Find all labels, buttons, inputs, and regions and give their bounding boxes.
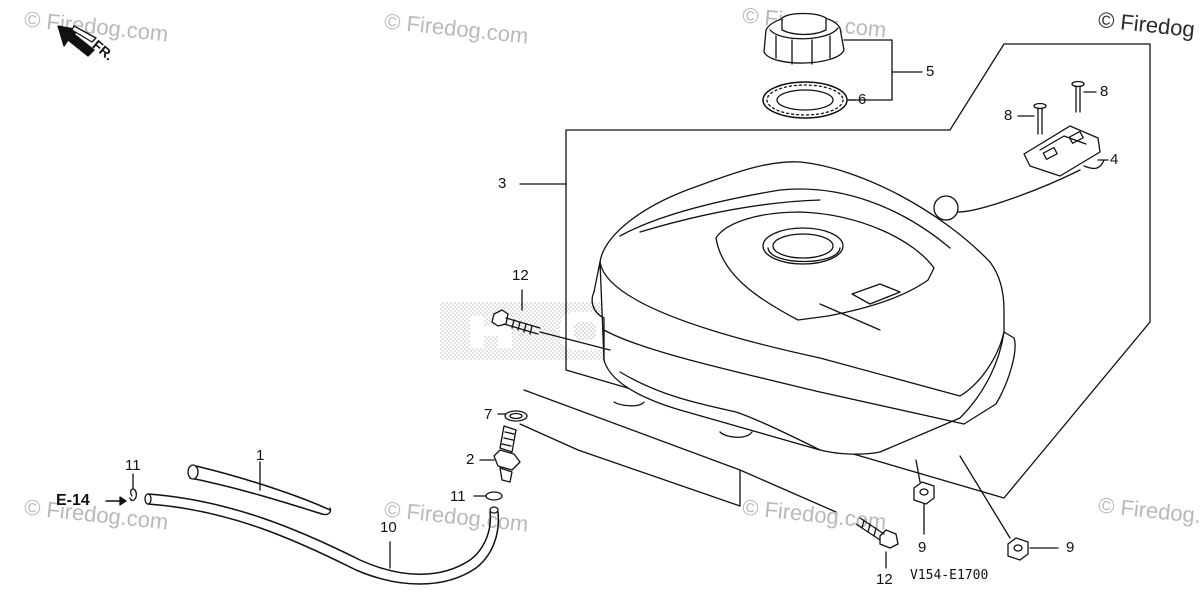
flange-bolt-icon (491, 309, 541, 335)
callout-12-upper: 12 (512, 267, 529, 284)
hose-clip-icon (129, 488, 138, 502)
callout-11-left: 11 (125, 457, 141, 474)
callout-2: 2 (466, 451, 475, 468)
fuel-cock-icon (493, 425, 521, 483)
diagram-code: V154-E1700 (910, 568, 989, 583)
flange-bolt-icon (855, 517, 899, 549)
callout-12-lower: 12 (876, 571, 893, 588)
screw-icon (1033, 102, 1047, 135)
callout-4: 4 (1110, 151, 1119, 168)
grommet-nut-icon (913, 481, 935, 505)
hose-clip-icon (485, 491, 503, 501)
grommet-nut-icon (1007, 537, 1029, 561)
callout-3: 3 (498, 175, 507, 192)
cap-gasket-icon (762, 81, 848, 119)
callout-11-right: 11 (450, 488, 466, 505)
screw-icon (1071, 80, 1085, 113)
fuel-hose-long-icon (144, 493, 500, 585)
callout-9-right: 9 (1066, 539, 1075, 556)
fuel-tank-icon (591, 161, 1016, 455)
callout-8-left: 8 (1004, 107, 1013, 124)
callout-10: 10 (380, 519, 397, 536)
fuel-hose-icon (187, 464, 332, 516)
callout-9-left: 9 (918, 539, 927, 556)
fuel-cap-icon (763, 12, 845, 65)
reference-label: E-14 (56, 492, 90, 509)
front-direction-arrow-icon (57, 25, 97, 57)
callout-6: 6 (858, 91, 867, 108)
callout-7: 7 (484, 406, 493, 423)
fuel-gauge-bracket-icon (933, 125, 1105, 221)
callout-1: 1 (256, 447, 265, 464)
callout-8-right: 8 (1100, 83, 1109, 100)
callout-5: 5 (926, 63, 935, 80)
washer-icon (504, 410, 528, 422)
